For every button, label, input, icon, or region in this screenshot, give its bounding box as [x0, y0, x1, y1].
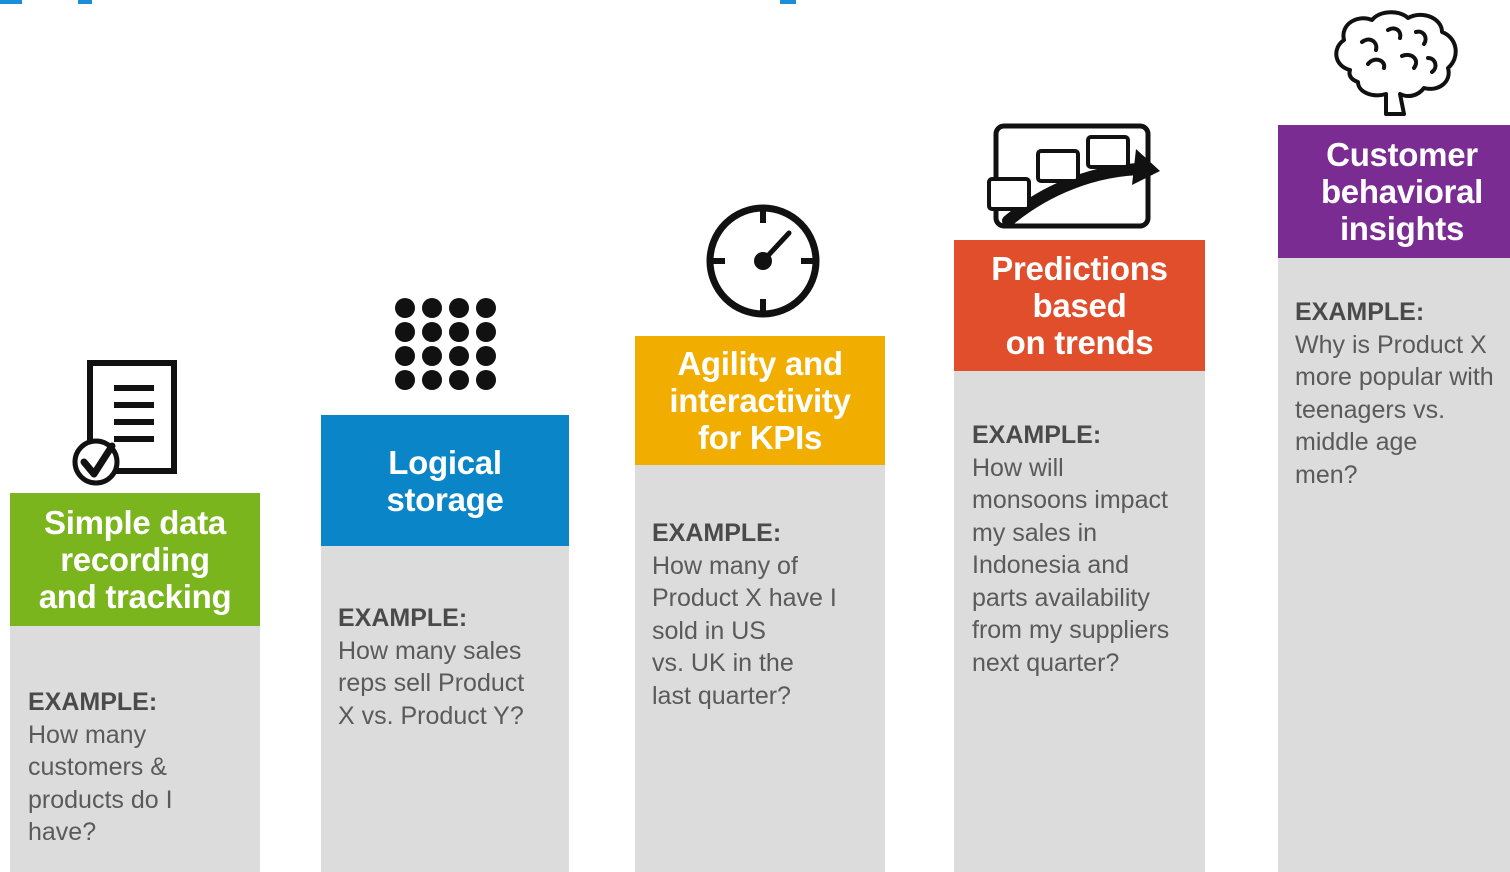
stage-1-example-label: EXAMPLE: [28, 688, 158, 716]
cropped-title-remnant [0, 0, 1510, 4]
brain-icon [1328, 8, 1462, 118]
stage-1-column: Simple data recording and tracking EXAMP… [10, 493, 260, 872]
stage-3-example-label: EXAMPLE: [652, 519, 782, 547]
stage-3-body: EXAMPLE: How many of Product X have I so… [635, 465, 885, 872]
stage-5-question: Why is Product X more popular with teena… [1295, 330, 1494, 489]
stage-2-header: Logical storage [321, 415, 569, 546]
stage-4-header: Predictions based on trends [954, 240, 1205, 371]
stage-2-question: How many sales reps sell Product X vs. P… [338, 636, 525, 730]
stage-5-title: Customer behavioral insights [1320, 136, 1484, 247]
stage-3-question: How many of Product X have I sold in US … [652, 551, 837, 710]
checklist-icon [70, 358, 180, 486]
stage-4-question: How will monsoons impact my sales in Ind… [972, 453, 1170, 677]
stage-4-title: Predictions based on trends [991, 250, 1168, 361]
stage-1-header: Simple data recording and tracking [10, 493, 260, 626]
stage-2-example-label: EXAMPLE: [338, 604, 468, 632]
stage-2-column: Logical storage EXAMPLE: How many sales … [321, 415, 569, 872]
stage-2-title: Logical storage [386, 443, 504, 518]
stage-1-body: EXAMPLE: How many customers & products d… [10, 626, 260, 872]
stage-4-column: Predictions based on trends EXAMPLE: How… [954, 240, 1205, 872]
stage-4-body: EXAMPLE: How will monsoons impact my sal… [954, 371, 1205, 872]
trend-arrow-icon [986, 123, 1162, 231]
stage-5-header: Customer behavioral insights [1278, 125, 1510, 258]
stage-2-body: EXAMPLE: How many sales reps sell Produc… [321, 546, 569, 872]
stage-1-title: Simple data recording and tracking [38, 504, 232, 615]
stage-5-column: Customer behavioral insights EXAMPLE: Wh… [1278, 125, 1510, 872]
stage-5-body: EXAMPLE: Why is Product X more popular w… [1278, 258, 1510, 872]
stage-3-header: Agility and interactivity for KPIs [635, 336, 885, 465]
dot-grid-icon [392, 297, 502, 393]
stage-4-example-label: EXAMPLE: [972, 421, 1102, 449]
stage-5-example-label: EXAMPLE: [1295, 298, 1425, 326]
stage-3-column: Agility and interactivity for KPIs EXAMP… [635, 336, 885, 872]
gauge-icon [703, 201, 823, 321]
stage-1-question: How many customers & products do I have? [28, 720, 173, 847]
stage-3-title: Agility and interactivity for KPIs [669, 345, 851, 456]
